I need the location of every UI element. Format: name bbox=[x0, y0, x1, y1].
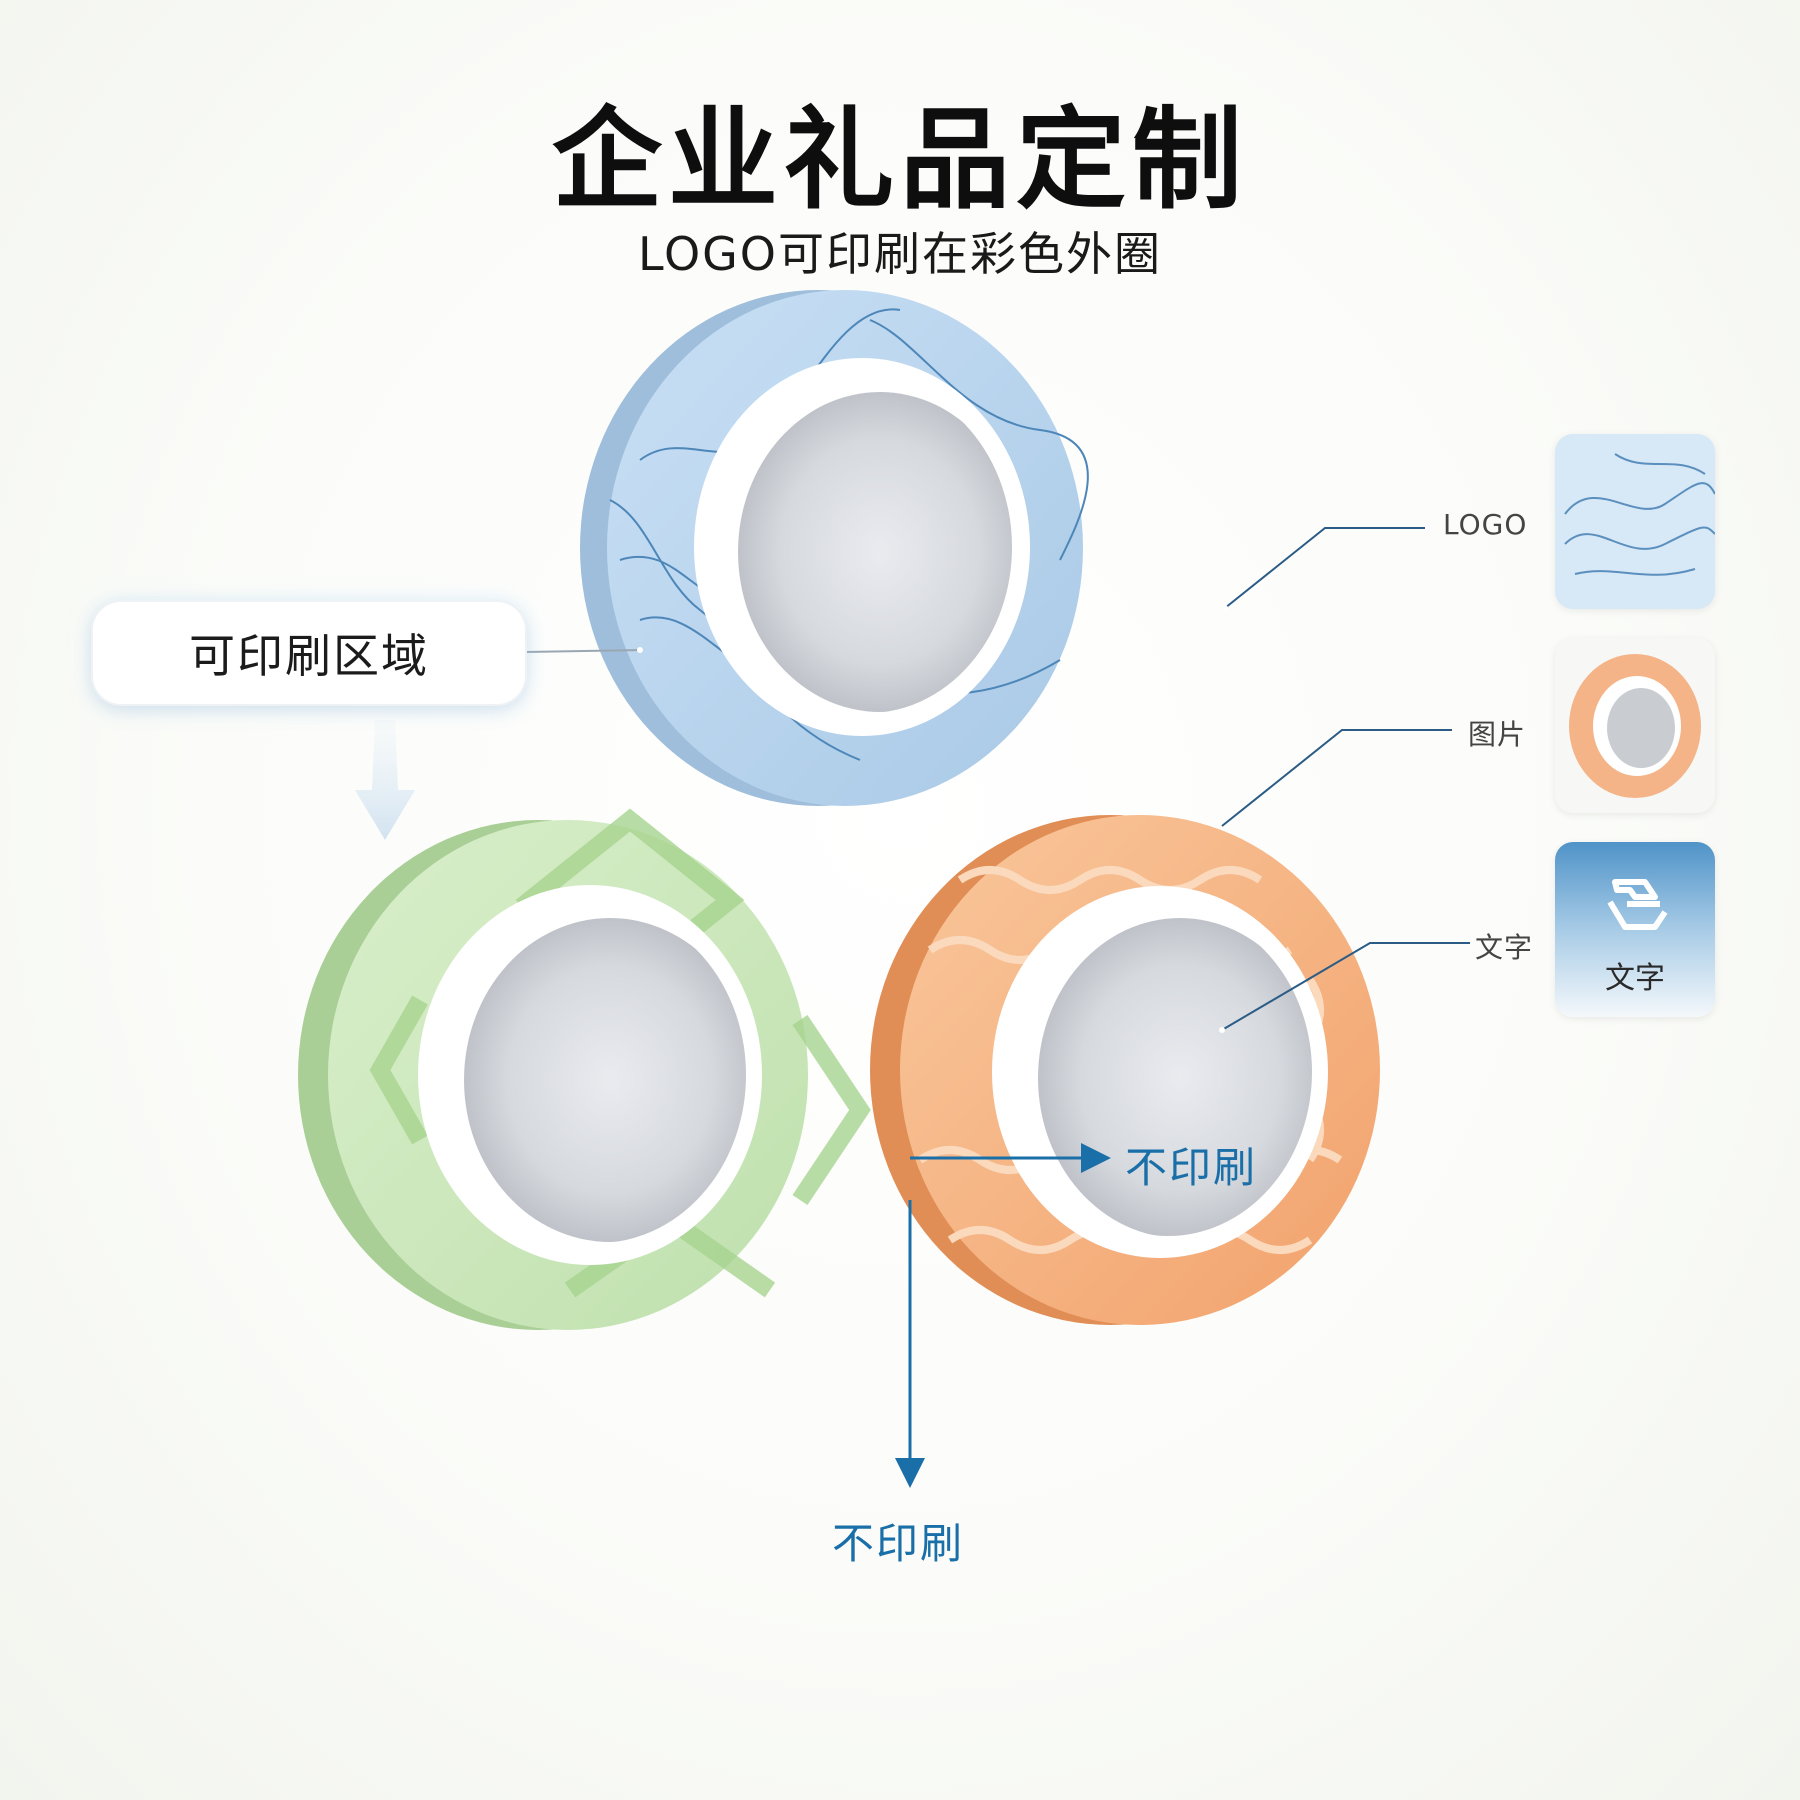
image-leader-line bbox=[1221, 729, 1452, 827]
no-print-label-bottom: 不印刷 bbox=[832, 1519, 965, 1568]
thumbnail-logo-pattern bbox=[1555, 434, 1715, 609]
orange-magnetic-ring bbox=[870, 815, 1380, 1325]
blue-magnetic-ring bbox=[580, 290, 1089, 806]
printable-area-leader bbox=[524, 649, 641, 653]
callout-logo: LOGO bbox=[1443, 508, 1528, 541]
thumbnail-ring-image bbox=[1555, 638, 1715, 813]
logo-leader-line bbox=[1224, 527, 1425, 609]
no-print-label-right: 不印刷 bbox=[1125, 1143, 1258, 1192]
down-arrow-decoration bbox=[355, 720, 415, 840]
text-leader-line bbox=[1221, 942, 1470, 1031]
callout-image: 图片 bbox=[1468, 718, 1527, 751]
callout-text: 文字 bbox=[1475, 931, 1534, 964]
text-logo-icon bbox=[1607, 879, 1668, 930]
text-card-label: 文字 bbox=[1605, 961, 1665, 996]
page-subtitle: LOGO可印刷在彩色外圈 bbox=[637, 227, 1163, 281]
page-title: 企业礼品定制 bbox=[552, 96, 1248, 224]
thumbnail-text-card: 文字 bbox=[1555, 842, 1715, 1017]
printable-area-badge: 可印刷区域 bbox=[93, 602, 525, 704]
green-magnetic-ring bbox=[298, 808, 871, 1330]
